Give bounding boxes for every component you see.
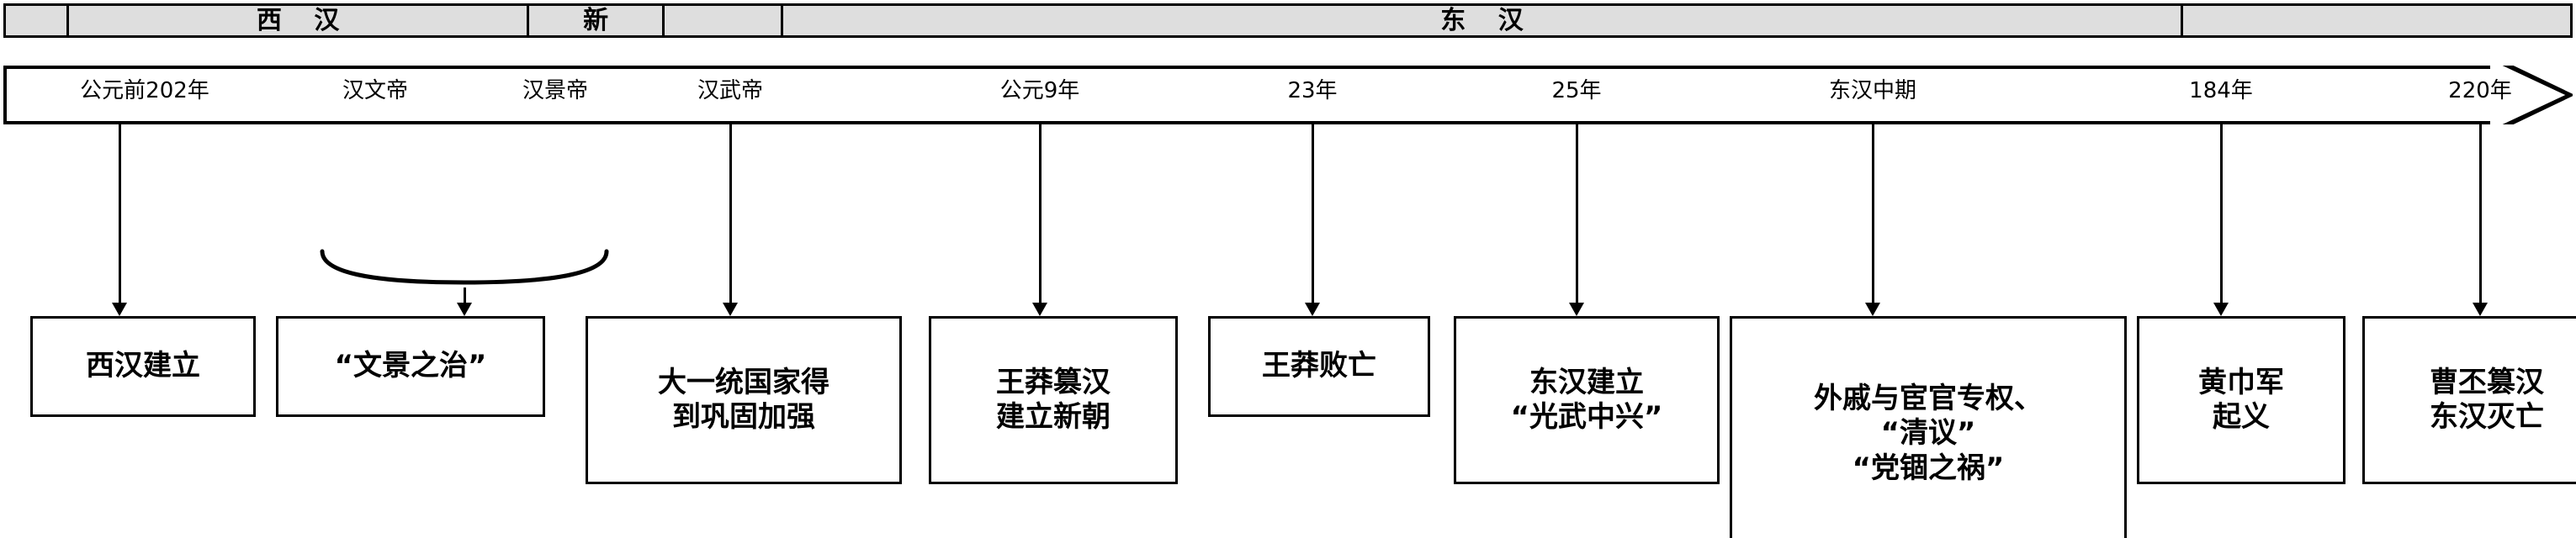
connector-line (1039, 124, 1042, 303)
timeline-date-label: 23年 (1287, 78, 1338, 103)
timeline-date-label: 公元前202年 (80, 78, 209, 103)
era-cell-1: 西 汉 (69, 5, 530, 35)
timeline-date-label: 公元9年 (999, 78, 1080, 103)
event-box-line: “光武中兴” (1510, 400, 1663, 434)
timeline-date-label: 汉景帝 (522, 78, 589, 103)
era-label: 西 汉 (256, 5, 352, 35)
event-box-line: 曹丕篡汉 (2430, 365, 2544, 399)
timeline-arrow (3, 66, 2573, 124)
event-box-line: “文景之治” (334, 349, 487, 383)
event-box-line: 外戚与宦官专权、 (1814, 381, 2043, 415)
era-cell-spacer-0 (6, 6, 70, 35)
connector-line (1872, 124, 1874, 303)
era-label: 新 (583, 5, 621, 35)
event-box-line: 到巩固加强 (672, 400, 815, 434)
connector-arrowhead-icon (2213, 303, 2229, 316)
event-box-line: “党锢之祸” (1852, 451, 2005, 485)
connector-line (2479, 124, 2482, 303)
event-box-line: 黄巾军 (2198, 365, 2284, 399)
era-header-bar: 西 汉新东 汉 (3, 3, 2573, 38)
event-box-line: 起义 (2213, 400, 2270, 434)
timeline-date-label: 220年 (2448, 78, 2512, 103)
event-box-wangmang-defeated: 王莽败亡 (1208, 316, 1430, 417)
timeline-date-label: 25年 (1551, 78, 1602, 103)
connector-line (1576, 124, 1578, 303)
connector-line (1312, 124, 1314, 303)
event-box-line: 王莽败亡 (1262, 349, 1376, 383)
event-box-line: 东汉建立 (1529, 365, 1644, 399)
event-box-line: “清议” (1880, 416, 1976, 451)
event-box-consort-eunuch-power: 外戚与宦官专权、“清议”“党锢之祸” (1730, 316, 2127, 538)
connector-arrowhead-icon (2473, 303, 2488, 316)
event-box-line: 西汉建立 (86, 349, 200, 383)
timeline-date-label: 184年 (2189, 78, 2253, 103)
connector-arrowhead-icon (112, 303, 127, 316)
event-box-western-han-founded: 西汉建立 (30, 316, 256, 417)
connector-line (464, 287, 466, 303)
event-box-wangmang-usurps-han: 王莽篡汉建立新朝 (929, 316, 1178, 484)
era-cell-4: 东 汉 (782, 5, 2184, 35)
timeline-date-label: 汉文帝 (342, 78, 409, 103)
connector-line (729, 124, 732, 303)
connector-arrowhead-icon (457, 303, 472, 316)
arrow-outline (3, 66, 2573, 124)
era-cell-spacer-3 (665, 6, 783, 35)
event-box-yellow-turban-uprising: 黄巾军起义 (2137, 316, 2345, 484)
connector-arrowhead-icon (1569, 303, 1584, 316)
event-box-eastern-han-founded: 东汉建立“光武中兴” (1454, 316, 1720, 484)
event-box-caopi-usurps-han: 曹丕篡汉东汉灭亡 (2362, 316, 2576, 484)
era-cell-spacer-5 (2183, 6, 2570, 35)
connector-arrowhead-icon (1305, 303, 1320, 316)
era-cell-2: 新 (529, 6, 665, 35)
event-box-wenjing-rule: “文景之治” (276, 316, 545, 417)
event-box-line: 东汉灭亡 (2430, 400, 2544, 434)
connector-line (2220, 124, 2223, 303)
connector-arrowhead-icon (1865, 303, 1880, 316)
timeline-date-label: 东汉中期 (1828, 78, 1917, 103)
event-box-line: 大一统国家得 (658, 365, 830, 399)
connector-line (119, 124, 121, 303)
era-label: 东 汉 (1440, 5, 1535, 35)
connector-arrowhead-icon (1032, 303, 1047, 316)
brace-connector (320, 249, 609, 291)
timeline-date-label: 汉武帝 (697, 78, 764, 103)
event-box-line: 王莽篡汉 (996, 365, 1110, 399)
event-box-line: 建立新朝 (996, 400, 1110, 434)
event-box-unified-state-strengthened: 大一统国家得到巩固加强 (586, 316, 902, 484)
connector-arrowhead-icon (723, 303, 738, 316)
